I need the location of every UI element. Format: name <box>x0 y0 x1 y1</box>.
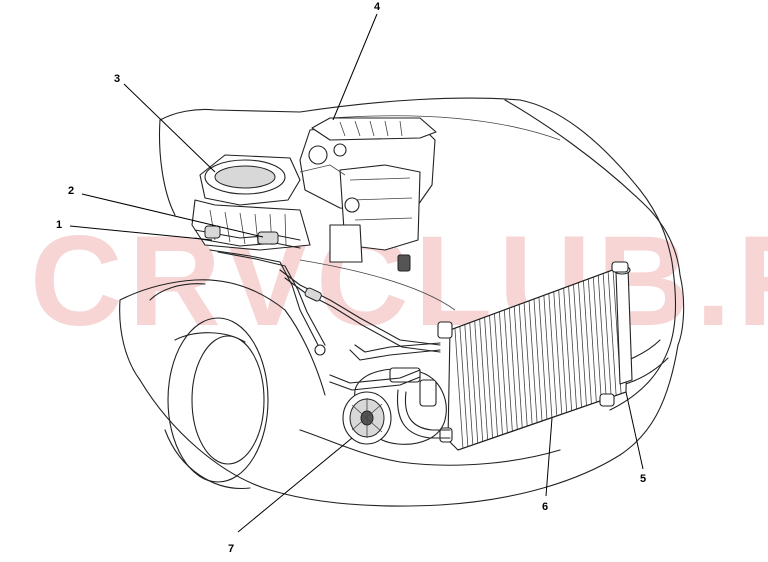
condenser-fin <box>558 289 568 413</box>
callout-3: 3 <box>114 73 120 85</box>
condenser-fin <box>602 273 612 398</box>
compressor <box>329 342 451 445</box>
condenser-fin <box>479 319 489 440</box>
condenser-fin <box>538 297 548 420</box>
callout-labels: 1 2 3 4 5 6 7 <box>56 1 646 555</box>
condenser-fin <box>454 328 464 449</box>
callout-1: 1 <box>56 219 62 231</box>
condenser-fin <box>548 293 558 416</box>
callout-4: 4 <box>374 1 381 13</box>
refrigerant-lines-evaporator <box>194 225 441 356</box>
condenser-fin <box>469 322 479 444</box>
car-body <box>119 97 685 507</box>
condenser-fin <box>587 278 597 403</box>
condenser-fin <box>494 313 503 435</box>
condenser-fin <box>563 288 573 411</box>
callout-2: 2 <box>68 185 74 197</box>
condenser-fin <box>568 286 577 410</box>
condenser-fin <box>489 315 498 437</box>
callout-leaders <box>69 13 644 533</box>
condenser-fin <box>513 306 523 428</box>
condenser-fin <box>607 271 617 396</box>
condenser-fin <box>484 317 493 439</box>
condenser-fin <box>503 309 513 432</box>
callout-7: 7 <box>228 543 234 555</box>
condenser-fin <box>597 275 607 399</box>
condenser-fin <box>543 295 553 418</box>
condenser-fin <box>499 311 508 433</box>
condenser-fin <box>508 308 518 430</box>
condenser-fin <box>464 324 474 445</box>
condenser-fin <box>583 280 592 404</box>
condenser-fin <box>474 320 484 442</box>
callout-6: 6 <box>542 501 548 513</box>
condenser-fin <box>528 300 538 423</box>
condenser-fin <box>553 291 563 415</box>
receiver-dryer <box>611 261 633 385</box>
condenser-fin <box>523 302 533 425</box>
condenser-fin <box>592 277 602 401</box>
condenser-fin <box>518 304 528 427</box>
evaporator-heater-unit <box>191 117 437 272</box>
callout-5: 5 <box>640 473 646 485</box>
condenser-fin <box>459 326 469 447</box>
condenser-fin <box>533 298 543 422</box>
condenser-fin <box>573 284 582 408</box>
condenser-fin <box>578 282 587 406</box>
